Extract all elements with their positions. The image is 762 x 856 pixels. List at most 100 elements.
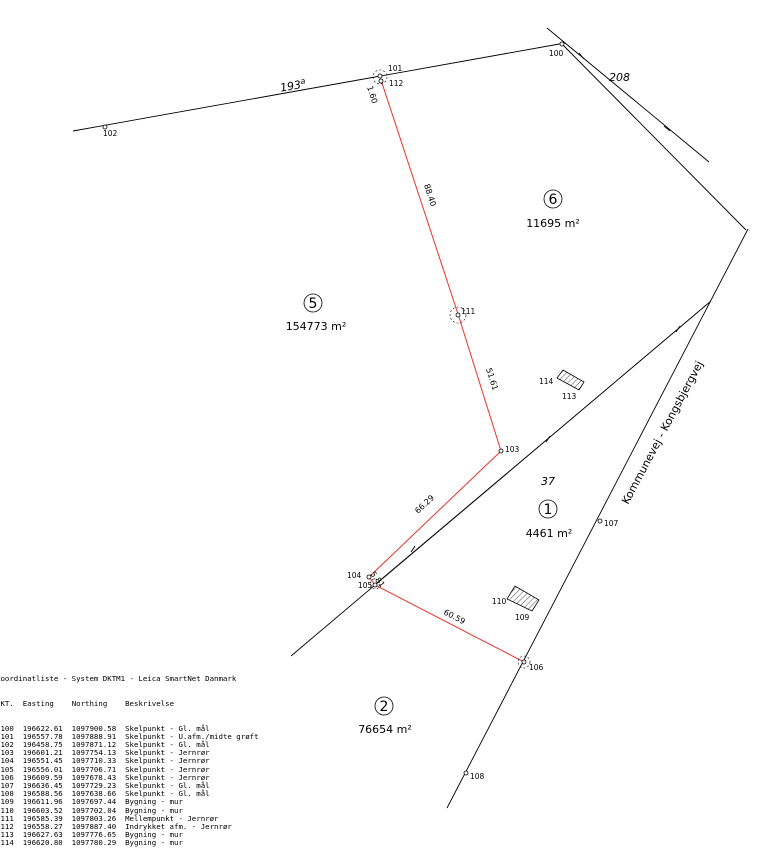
marker-circle-101 [372, 69, 388, 85]
point-label-100: 100 [549, 49, 564, 58]
coordinate-row: 111 196585.39 1097803.26 Mellempunkt - J… [0, 813, 259, 823]
parcel-number-1: 1 [544, 502, 553, 518]
matrikel-label-208: 208 [609, 71, 630, 84]
coordinate-row: 103 196601.21 1097754.13 Skelpunkt - Jer… [0, 749, 259, 757]
coord-pkt: 111 [0, 813, 14, 823]
coord-pkt: 108 [0, 789, 14, 799]
coord-northing: 1097871.12 [71, 740, 126, 750]
building-113-114 [556, 369, 585, 391]
point-marker-101 [377, 73, 383, 79]
dimension-66-29: 66.29 [413, 493, 436, 515]
coord-easting: 196556.01 [22, 764, 72, 774]
parcel-5: 5 154773 m² [286, 293, 347, 333]
parcel-circle-2 [374, 696, 394, 716]
coord-pkt: 101 [0, 731, 14, 741]
coord-northing: 1097697.44 [71, 797, 126, 807]
point-label-106: 106 [529, 663, 544, 672]
coord-pkt: 100 [0, 723, 14, 733]
parcel-2: 2 76654 m² [358, 696, 412, 736]
point-marker-108 [463, 770, 469, 776]
point-labels: 100 101 112 102 111 103 104 105 106 107 … [103, 49, 619, 781]
coord-northing: 1097776.65 [71, 830, 126, 840]
point-label-113: 113 [562, 392, 577, 401]
coord-easting: 196458.75 [22, 740, 72, 750]
coord-easting: 196611.96 [22, 797, 72, 807]
coord-pkt: 107 [0, 781, 14, 791]
marker-circles [369, 69, 531, 669]
building-109-110 [506, 585, 540, 612]
coord-northing: 1097900.58 [71, 723, 126, 733]
parcel-circle-1 [538, 499, 558, 519]
boundary-103-104 [368, 450, 502, 578]
coord-pkt: 113 [0, 830, 14, 840]
coord-easting: 196627.63 [22, 830, 72, 840]
matrikel-label-37: 37 [541, 475, 555, 488]
coord-easting: 196588.56 [22, 789, 72, 799]
coordinate-list-title: Koordinatliste - System DKTM1 - Leica Sm… [0, 674, 237, 684]
point-marker-105 [372, 582, 378, 588]
coord-description: Bygning - mur [125, 838, 183, 848]
dimension-51-61: 51.61 [484, 367, 500, 392]
point-marker-112 [378, 78, 384, 84]
coord-pkt: 110 [0, 805, 14, 815]
point-marker-102 [102, 124, 108, 130]
coord-easting: 196585.39 [22, 813, 72, 823]
coord-easting: 196622.61 [22, 723, 72, 733]
parcel-number-5: 5 [309, 296, 318, 312]
coord-easting: 196609.59 [22, 772, 72, 782]
coord-northing: 1097729.23 [71, 781, 126, 791]
coord-description: Bygning - mur [125, 805, 183, 815]
point-label-101: 101 [388, 64, 403, 73]
header-easting: Easting [22, 699, 54, 709]
coord-northing: 1097702.04 [71, 805, 126, 815]
boundary-37-diagonal-inner [373, 300, 712, 586]
marker-circle-111 [449, 306, 467, 324]
point-marker-100 [559, 41, 565, 47]
dimension-88-40: 88.40 [422, 183, 438, 208]
point-markers [102, 41, 603, 776]
coord-pkt: 105 [0, 764, 14, 774]
boundary-112-111 [380, 79, 459, 315]
dimension-60-59: 60.59 [442, 608, 466, 626]
coord-description: Skelpunkt - Jernrør [125, 772, 210, 782]
coordinate-row: 109 196611.96 1097697.44 Bygning - mur [0, 798, 259, 806]
coordinate-list-header: PKT. Easting Northing Beskrivelse [0, 699, 259, 709]
coord-description: Bygning - mur [125, 797, 183, 807]
coord-pkt: 114 [0, 838, 14, 848]
header-northing: Northing [71, 699, 108, 709]
coordinate-row: 112 196558.27 1097887.40 Indrykket afm. … [0, 822, 259, 832]
coord-description: Bygning - mur [125, 830, 183, 840]
coordinate-list: Koordinatliste - System DKTM1 - Leica Sm… [0, 659, 259, 856]
coordinate-row: 114 196620.80 1097780.29 Bygning - mur [0, 839, 259, 847]
parcel-number-6: 6 [549, 192, 558, 208]
parcel-6: 6 11695 m² [526, 189, 580, 230]
tick-mark-e [410, 545, 416, 553]
coordinate-row: 101 196557.78 1097888.91 Skelpunkt - U.a… [0, 731, 258, 741]
point-label-103: 103 [505, 445, 520, 454]
coord-pkt: 112 [0, 822, 14, 832]
header-description: Beskrivelse [125, 699, 175, 709]
parcel-area-5: 154773 m² [286, 320, 347, 333]
road-boundary-west [446, 228, 749, 809]
boundary-100-east [561, 43, 747, 231]
parcel-area-2: 76654 m² [358, 723, 412, 736]
parcel-circle-6 [543, 189, 563, 209]
marker-circle-105 [369, 578, 381, 590]
tick-mark-d [545, 435, 551, 443]
coord-pkt: 106 [0, 772, 14, 782]
coordinate-row: 113 196627.63 1097776.65 Bygning - mur [0, 831, 259, 839]
ditch-line-208 [546, 27, 710, 163]
coord-description: Skelpunkt - Gl. mål [125, 723, 210, 733]
coord-northing: 1097678.43 [71, 772, 126, 782]
road-label: Kommunevej - Kongsbjergvej [619, 359, 706, 507]
coord-easting: 196551.45 [22, 756, 72, 766]
coord-northing: 1097780.29 [71, 838, 126, 848]
header-pkt: PKT. [0, 699, 14, 709]
coord-northing: 1097706.71 [71, 764, 126, 774]
coordinate-row: 110 196603.52 1097702.04 Bygning - mur [0, 805, 259, 815]
point-label-104: 104 [347, 571, 362, 580]
boundary-102-100 [72, 42, 566, 132]
parcel-area-1: 4461 m² [526, 527, 573, 540]
coord-easting: 196620.80 [22, 838, 72, 848]
parcel-1: 1 4461 m² [526, 499, 573, 540]
